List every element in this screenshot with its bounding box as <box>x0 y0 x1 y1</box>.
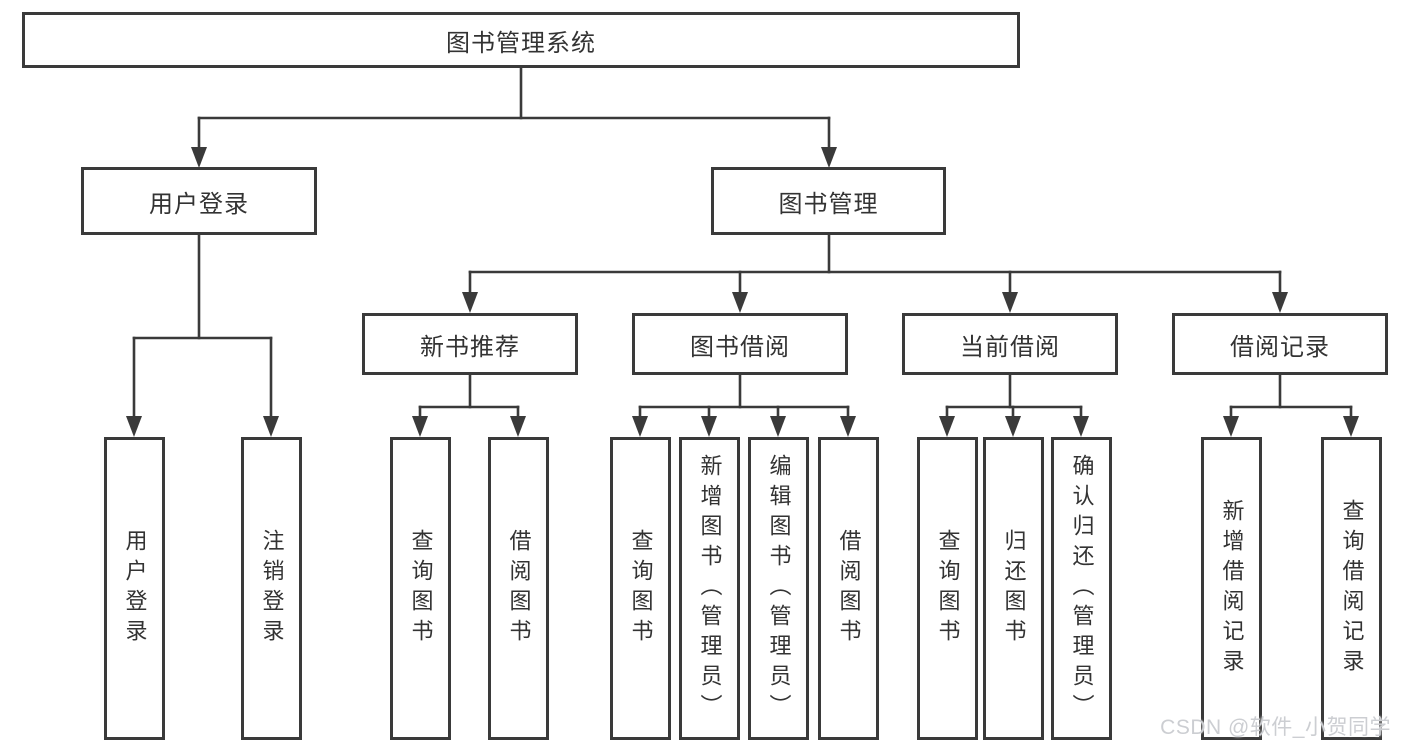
leaf-logout: 注销登录 <box>241 437 302 740</box>
leaf-borrow-query-books: 查询图书 <box>610 437 671 740</box>
leaf-edit-book-admin-label: 编辑图书（管理员） <box>766 453 792 724</box>
leaf-add-borrow-record: 新增借阅记录 <box>1201 437 1262 740</box>
leaf-add-borrow-record-label: 新增借阅记录 <box>1219 498 1245 679</box>
leaf-query-borrow-record-label: 查询借阅记录 <box>1339 498 1365 679</box>
leaf-borrow-query-books-label: 查询图书 <box>628 528 654 649</box>
node-root: 图书管理系统 <box>22 12 1020 68</box>
node-root-label: 图书管理系统 <box>446 29 596 57</box>
leaf-borrow-borrow-books-label: 借阅图书 <box>836 528 862 649</box>
leaf-add-book-admin: 新增图书（管理员） <box>679 437 740 740</box>
leaf-recommend-query-books-label: 查询图书 <box>408 528 434 649</box>
node-book-management-label: 图书管理 <box>778 190 879 218</box>
node-book-borrow: 图书借阅 <box>632 313 848 375</box>
leaf-recommend-borrow-books-label: 借阅图书 <box>506 528 532 649</box>
leaf-current-query-books: 查询图书 <box>917 437 978 740</box>
connector-current-to-leaves <box>939 373 1089 437</box>
leaf-borrow-borrow-books: 借阅图书 <box>818 437 879 740</box>
leaf-recommend-borrow-books: 借阅图书 <box>488 437 549 740</box>
leaf-return-books: 归还图书 <box>983 437 1044 740</box>
leaf-edit-book-admin: 编辑图书（管理员） <box>748 437 809 740</box>
node-current-borrow-label: 当前借阅 <box>960 333 1060 361</box>
csdn-watermark: CSDN @软件_小贺同学 <box>1160 716 1391 739</box>
leaf-confirm-return-admin-label: 确认归还（管理员） <box>1069 453 1095 724</box>
connector-records-to-leaves <box>1223 373 1359 437</box>
connector-mgmt-to-level3 <box>462 233 1288 313</box>
connector-recommend-to-leaves <box>412 373 526 437</box>
leaf-return-books-label: 归还图书 <box>1001 528 1027 649</box>
leaf-add-book-admin-label: 新增图书（管理员） <box>697 453 723 724</box>
connector-root-to-level2 <box>191 66 837 168</box>
leaf-current-query-books-label: 查询图书 <box>935 528 961 649</box>
node-user-login: 用户登录 <box>81 167 317 235</box>
leaf-query-borrow-record: 查询借阅记录 <box>1321 437 1382 740</box>
node-user-login-label: 用户登录 <box>149 190 249 218</box>
node-borrow-records: 借阅记录 <box>1172 313 1388 375</box>
node-book-borrow-label: 图书借阅 <box>690 333 790 361</box>
leaf-confirm-return-admin: 确认归还（管理员） <box>1051 437 1112 740</box>
leaf-user-login-label: 用户登录 <box>122 528 148 649</box>
node-current-borrow: 当前借阅 <box>902 313 1118 375</box>
leaf-recommend-query-books: 查询图书 <box>390 437 451 740</box>
connector-borrow-to-leaves <box>632 373 856 437</box>
node-borrow-records-label: 借阅记录 <box>1230 333 1330 361</box>
leaf-user-login: 用户登录 <box>104 437 165 740</box>
node-new-book-recommend: 新书推荐 <box>362 313 578 375</box>
leaf-logout-label: 注销登录 <box>259 528 285 649</box>
connector-login-to-leaves <box>126 233 279 437</box>
node-book-management: 图书管理 <box>711 167 946 235</box>
node-new-book-recommend-label: 新书推荐 <box>420 333 520 361</box>
